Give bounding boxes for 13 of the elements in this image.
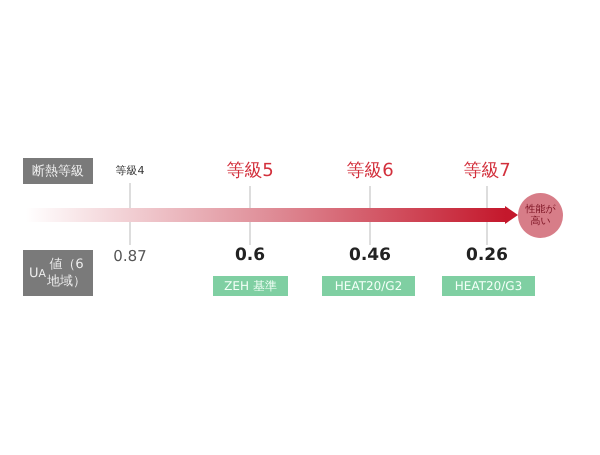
standard-badge: HEAT20/G3 xyxy=(442,276,535,296)
row-header-box: 断熱等級 xyxy=(23,158,93,184)
ua-value: 0.87 xyxy=(113,247,147,265)
standard-badge: ZEH 基準 xyxy=(213,276,288,296)
grade-label: 等級6 xyxy=(346,159,394,182)
ua-value: 0.46 xyxy=(349,245,391,265)
grade-label: 等級4 xyxy=(116,163,144,178)
grade-label: 等級7 xyxy=(463,159,511,182)
ua-value: 0.26 xyxy=(466,245,508,265)
goal-circle: 性能が高い xyxy=(518,193,563,238)
grade-label: 等級5 xyxy=(226,159,274,182)
standard-badge: HEAT20/G2 xyxy=(322,276,415,296)
ua-value: 0.6 xyxy=(234,245,266,265)
